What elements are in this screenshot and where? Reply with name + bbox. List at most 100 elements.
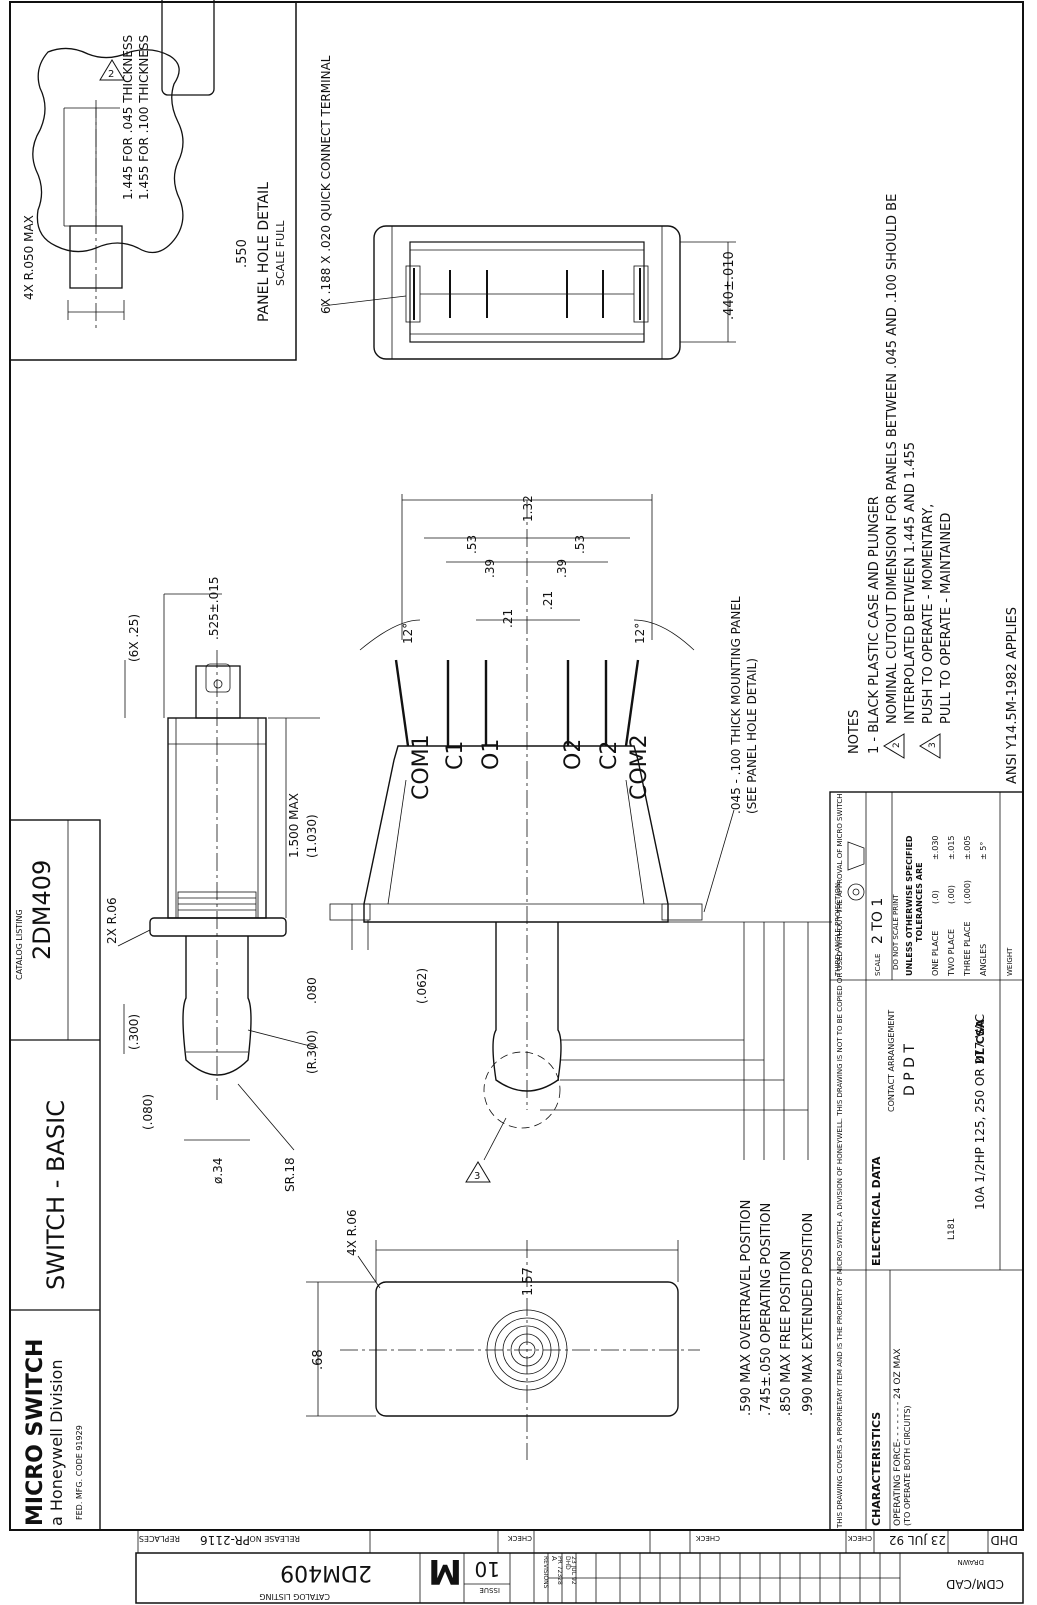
svg-text:TWO PLACE: TWO PLACE: [947, 929, 956, 977]
terminal-label-o2: O2: [561, 739, 586, 770]
electrical-data-label: ELECTRICAL DATA: [870, 1156, 883, 1266]
strip-check-label-1: CHECK: [508, 1534, 532, 1542]
strip-issue-label: ISSUE: [480, 1586, 501, 1594]
left-title-block: MICRO SWITCH a Honeywell Division FED. M…: [9, 819, 101, 1531]
side-flange-radius: 2X R.06: [105, 897, 119, 944]
svg-text:±.015: ±.015: [947, 835, 956, 860]
strip-replaces-label: REPLACES: [139, 1534, 180, 1543]
strip-release-label: RELEASE NO.: [247, 1534, 300, 1543]
strip-revisions-label: REVISIONS: [542, 1556, 549, 1589]
strip-date: 23 JUL 92: [889, 1533, 946, 1547]
top-view-terminal-note: 6X .188 X .020 QUICK CONNECT TERMINAL: [319, 55, 333, 314]
front-angle-right: 12°: [633, 623, 647, 644]
projection-symbol: [847, 841, 865, 901]
notes-heading: NOTES: [847, 710, 862, 754]
end-view: 1.57 .68 4X R.06: [306, 1209, 700, 1460]
end-view-length: 1.57: [521, 1267, 536, 1296]
front-panel-offset: (.062): [415, 968, 429, 1004]
panel-hole-length-1: 1.445 FOR .045 THICKNESS: [121, 35, 135, 200]
contact-arrangement: D P D T: [902, 1044, 918, 1096]
svg-text:±.030: ±.030: [931, 835, 940, 860]
catalog-listing: 2DM409: [28, 860, 56, 960]
panel-hole-title: PANEL HOLE DETAIL: [256, 182, 272, 322]
front-panel-note-1: .045 - .100 THICK MOUNTING PANEL: [729, 596, 743, 814]
svg-text:3: 3: [474, 1171, 480, 1182]
projection-label: THIRD ANGLE PROJECTION: [834, 883, 842, 977]
panel-hole-scale: SCALE FULL: [274, 220, 287, 286]
characteristics-label: CHARACTERISTICS: [870, 1412, 883, 1526]
strip-rev-date: 23 JUL 92: [570, 1556, 577, 1585]
panel-hole-length-2: 1.455 FOR .100 THICKNESS: [137, 35, 151, 200]
notes-block: NOTES 1 - BLACK PLASTIC CASE AND PLUNGER…: [847, 194, 1020, 784]
strip-rev-letter: A: [550, 1556, 558, 1561]
drawing-title: SWITCH - BASIC: [42, 1100, 70, 1290]
side-terminal-offset: .525±.015: [207, 577, 221, 641]
side-plunger-radius-ref: (R.300): [305, 1030, 319, 1074]
end-view-height: .68: [311, 1349, 326, 1370]
position-operating: .745±.050 OPERATING POSITION: [759, 1203, 774, 1416]
tolerance-title-1: UNLESS OTHERWISE SPECIFIED: [905, 835, 914, 976]
front-panel-note-2: (SEE PANEL HOLE DETAIL): [745, 658, 759, 814]
note-2-line-2: INTERPOLATED BETWEEN 1.445 AND 1.455: [903, 442, 918, 724]
svg-text:(.00): (.00): [947, 885, 956, 904]
front-pitch-mid-left: .39: [483, 559, 497, 578]
catalog-listing-label: CATALOG LISTING: [15, 909, 24, 980]
side-plunger-tip-ref: (.080): [141, 1094, 155, 1130]
front-pitch-inner-left: .21: [501, 609, 515, 628]
note-3-line-2: PULL TO OPERATE - MAINTAINED: [939, 513, 954, 724]
strip-catalog-listing: 2DM409: [280, 1560, 372, 1585]
svg-text:ANGLES: ANGLES: [979, 944, 988, 976]
tolerance-row-0: ONE PLACE (.0) ±.030: [931, 835, 940, 976]
strip-rev-initials: DHD: [564, 1556, 571, 1570]
strip-cad-label: CDM/CAD: [946, 1577, 1004, 1591]
terminal-label-com2: COM2: [627, 734, 652, 800]
strip-drawn-by: DHD: [990, 1533, 1018, 1547]
bottom-strip-lower: [135, 1552, 1024, 1604]
side-plunger-len-ref: (.300): [127, 1014, 141, 1050]
proprietary-notice: THIS DRAWING COVERS A PROPRIETARY ITEM A…: [836, 794, 844, 1530]
brand-sub: a Honeywell Division: [47, 1360, 66, 1526]
tolerance-row-1: TWO PLACE (.00) ±.015: [947, 835, 956, 977]
front-pitch-outer-left: .53: [465, 535, 479, 554]
note-3-marker: 3: [465, 1117, 507, 1183]
operating-force-1: OPERATING FORCE- - - - - - - 24 OZ MAX: [893, 1348, 903, 1526]
side-body-length-ref: (1.030): [305, 814, 319, 858]
svg-text:THREE PLACE: THREE PLACE: [963, 921, 972, 977]
strip-catalog-listing-label: CATALOG LISTING: [259, 1592, 330, 1601]
svg-text:± 5°: ± 5°: [979, 842, 988, 860]
svg-text:(.000): (.000): [963, 880, 972, 904]
fed-code: FED. MFG. CODE 91929: [75, 1425, 84, 1520]
note-3-line-1: PUSH TO OPERATE - MOMENTARY,: [921, 504, 936, 724]
scale-label: SCALE: [874, 954, 882, 976]
note-2-marker-text: 2: [892, 742, 902, 748]
strip-issue: 10: [475, 1557, 500, 1581]
note-2-marker: 2: [99, 59, 125, 81]
strip-check-label-2: CHECK: [696, 1534, 720, 1542]
strip-rev-ecn: PR 72328: [556, 1556, 563, 1585]
sheet-border: [9, 1, 1024, 1531]
terminal-label-com1: COM1: [409, 734, 434, 800]
terminal-label-c2: C2: [597, 741, 622, 770]
tolerance-row-3: ANGLES ± 5°: [979, 842, 988, 976]
scale: 2 TO 1: [870, 898, 886, 944]
front-pitch-outer-right: .53: [573, 535, 587, 554]
front-angle-left: 12°: [401, 623, 415, 644]
note-3-marker-text: 3: [928, 742, 938, 748]
end-view-corner-radius: 4X R.06: [345, 1209, 359, 1256]
svg-text:ONE PLACE: ONE PLACE: [931, 931, 940, 976]
position-free: .850 MAX FREE POSITION: [779, 1251, 794, 1416]
side-terminal-spacing: (6X .25): [127, 614, 141, 662]
ansi-standard: ANSI Y14.5M-1982 APPLIES: [1005, 607, 1020, 784]
side-plunger-dia: ø.34: [211, 1158, 225, 1184]
weight-label: WEIGHT: [1006, 947, 1014, 976]
panel-hole-detail: .550 1.445 FOR .045 THICKNESS 1.455 FOR …: [9, 0, 297, 361]
panel-left: [329, 903, 371, 921]
front-pitch-inner-right: .21: [541, 591, 555, 610]
strip-size-letter: M: [428, 1551, 462, 1591]
front-width-overall: 1.32: [521, 495, 535, 522]
brand-name: MICRO SWITCH: [23, 1339, 48, 1526]
contact-arrangement-label: CONTACT ARRANGEMENT: [887, 1010, 896, 1112]
right-title-block: THIS DRAWING COVERS A PROPRIETARY ITEM A…: [829, 791, 1024, 1531]
front-view: COM1 C1 O1 O2 C2 COM2 1.32 .53 .53 .39 .…: [329, 494, 759, 1183]
